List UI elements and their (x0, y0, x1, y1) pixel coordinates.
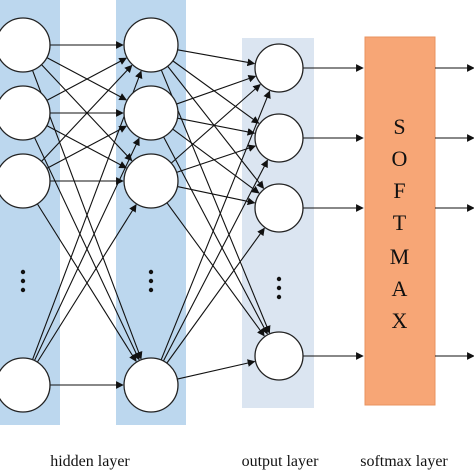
ellipsis-dot (20, 269, 26, 275)
output-layer-node (254, 43, 304, 93)
hidden1-hidden2-edge (46, 125, 127, 169)
hidden-layer-2-node (123, 357, 179, 413)
hidden2-output-edge (176, 74, 257, 105)
softmax-letter-s: S (393, 114, 406, 139)
ellipsis-dot (276, 294, 282, 300)
hidden2-output-edge (177, 49, 256, 67)
output-layer-label: output layer (242, 453, 320, 470)
hidden1-hidden2-edge (41, 64, 133, 162)
softmax-letter-t: T (393, 210, 407, 235)
hidden-layer-2-node (123, 85, 179, 141)
hidden2-output-edge (160, 90, 271, 361)
softmax-letter-f: F (393, 178, 406, 203)
hidden2-output-edge (167, 65, 265, 189)
ellipsis-dot (148, 278, 154, 284)
hidden1-hidden2-edge (36, 204, 137, 363)
hidden2-output-edge (166, 202, 265, 337)
hidden-layer-label: hidden layer (50, 453, 130, 470)
softmax-layer-box (364, 36, 436, 406)
hidden2-output-edge (170, 84, 261, 164)
softmax-letter-o: O (392, 146, 409, 171)
ellipsis-dot (276, 276, 282, 282)
hidden2-output-edge (172, 128, 260, 194)
softmax-letters: S O F T M A X (390, 114, 411, 333)
hidden2-output-edge (166, 227, 265, 364)
hidden1-hidden2-edge (31, 70, 143, 360)
hidden-layer-1-node (0, 153, 51, 209)
ellipsis-dot (276, 285, 282, 291)
connection-edges (31, 41, 474, 389)
hidden1-hidden2-edge (46, 57, 127, 101)
softmax-letter-m: M (390, 244, 411, 269)
hidden-layer-1-node (0, 17, 51, 73)
ellipsis-dot (148, 269, 154, 275)
softmax-letter-a: A (392, 276, 409, 301)
hidden2-output-edge (160, 69, 271, 334)
ellipsis-dot (20, 278, 26, 284)
ellipsis-dot (148, 287, 154, 293)
output-layer-node (254, 183, 304, 233)
output-layer-node (254, 331, 304, 381)
hidden2-output-edge (177, 186, 256, 206)
hidden-layer-2-node (123, 153, 179, 209)
hidden-layer-1-node (0, 85, 51, 141)
hidden2-output-edge (162, 159, 268, 362)
neuron-nodes (0, 17, 304, 413)
hidden2-output-edge (163, 136, 268, 335)
hidden-layer-2-node (123, 17, 179, 73)
hidden1-hidden2-edge (33, 137, 140, 361)
output-layer-node (254, 113, 304, 163)
hidden2-output-edge (177, 117, 256, 136)
softmax-layer-label: softmax layer (360, 453, 448, 470)
softmax-letter-x: X (392, 308, 409, 333)
hidden-layer-1-node (0, 357, 51, 413)
ellipsis-dot (20, 287, 26, 293)
hidden2-output-edge (172, 60, 260, 124)
hidden2-output-edge (177, 359, 256, 380)
hidden2-output-edge (176, 144, 257, 173)
